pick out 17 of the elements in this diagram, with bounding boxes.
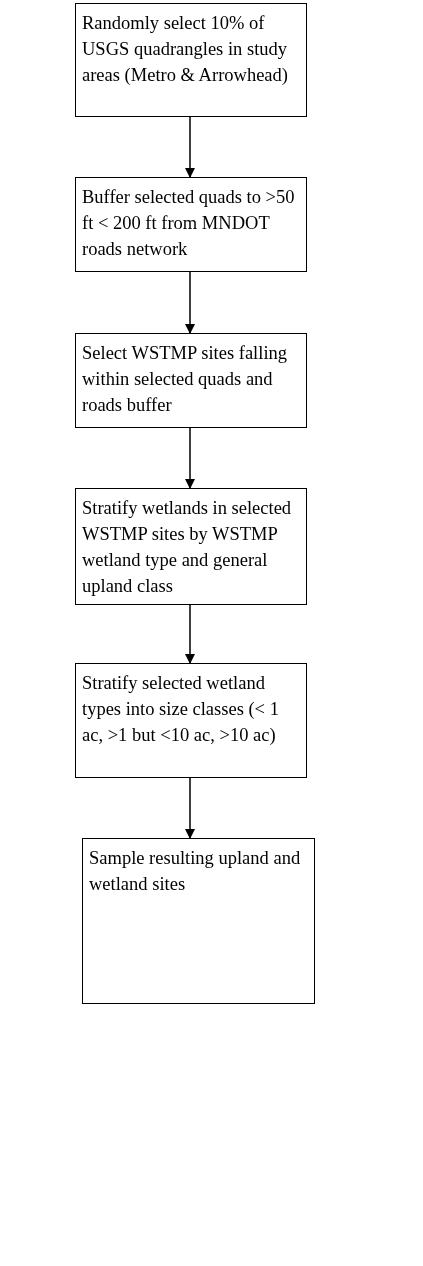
arrow [185,427,195,489]
process-box [75,177,307,272]
step-text: Randomly select 10% of USGS quadrangles in study areas (Metro & Arrowhead) [82,12,289,87]
process-box [75,663,307,778]
step-text: Sample resulting upland and wetland sites [89,847,302,896]
step-text: Stratify wetlands in selected WSTMP sites by WSTMP wetland type and general upland class [82,497,293,598]
process-box [82,838,315,1004]
arrow [185,777,195,839]
step-text: Buffer selected quads to >50 ft < 200 ft from MNDOT roads network [82,186,296,261]
arrow [185,271,195,334]
process-box [75,333,307,428]
step-text: Select WSTMP sites falling within selected quads and roads buffer [82,342,289,417]
arrow [185,116,195,178]
step-text: Stratify selected wetland types into size classes (< 1 ac, >1 but <10 ac, >10 ac) [82,672,280,747]
process-box [75,3,307,117]
arrow [185,604,195,664]
process-box [75,488,307,605]
